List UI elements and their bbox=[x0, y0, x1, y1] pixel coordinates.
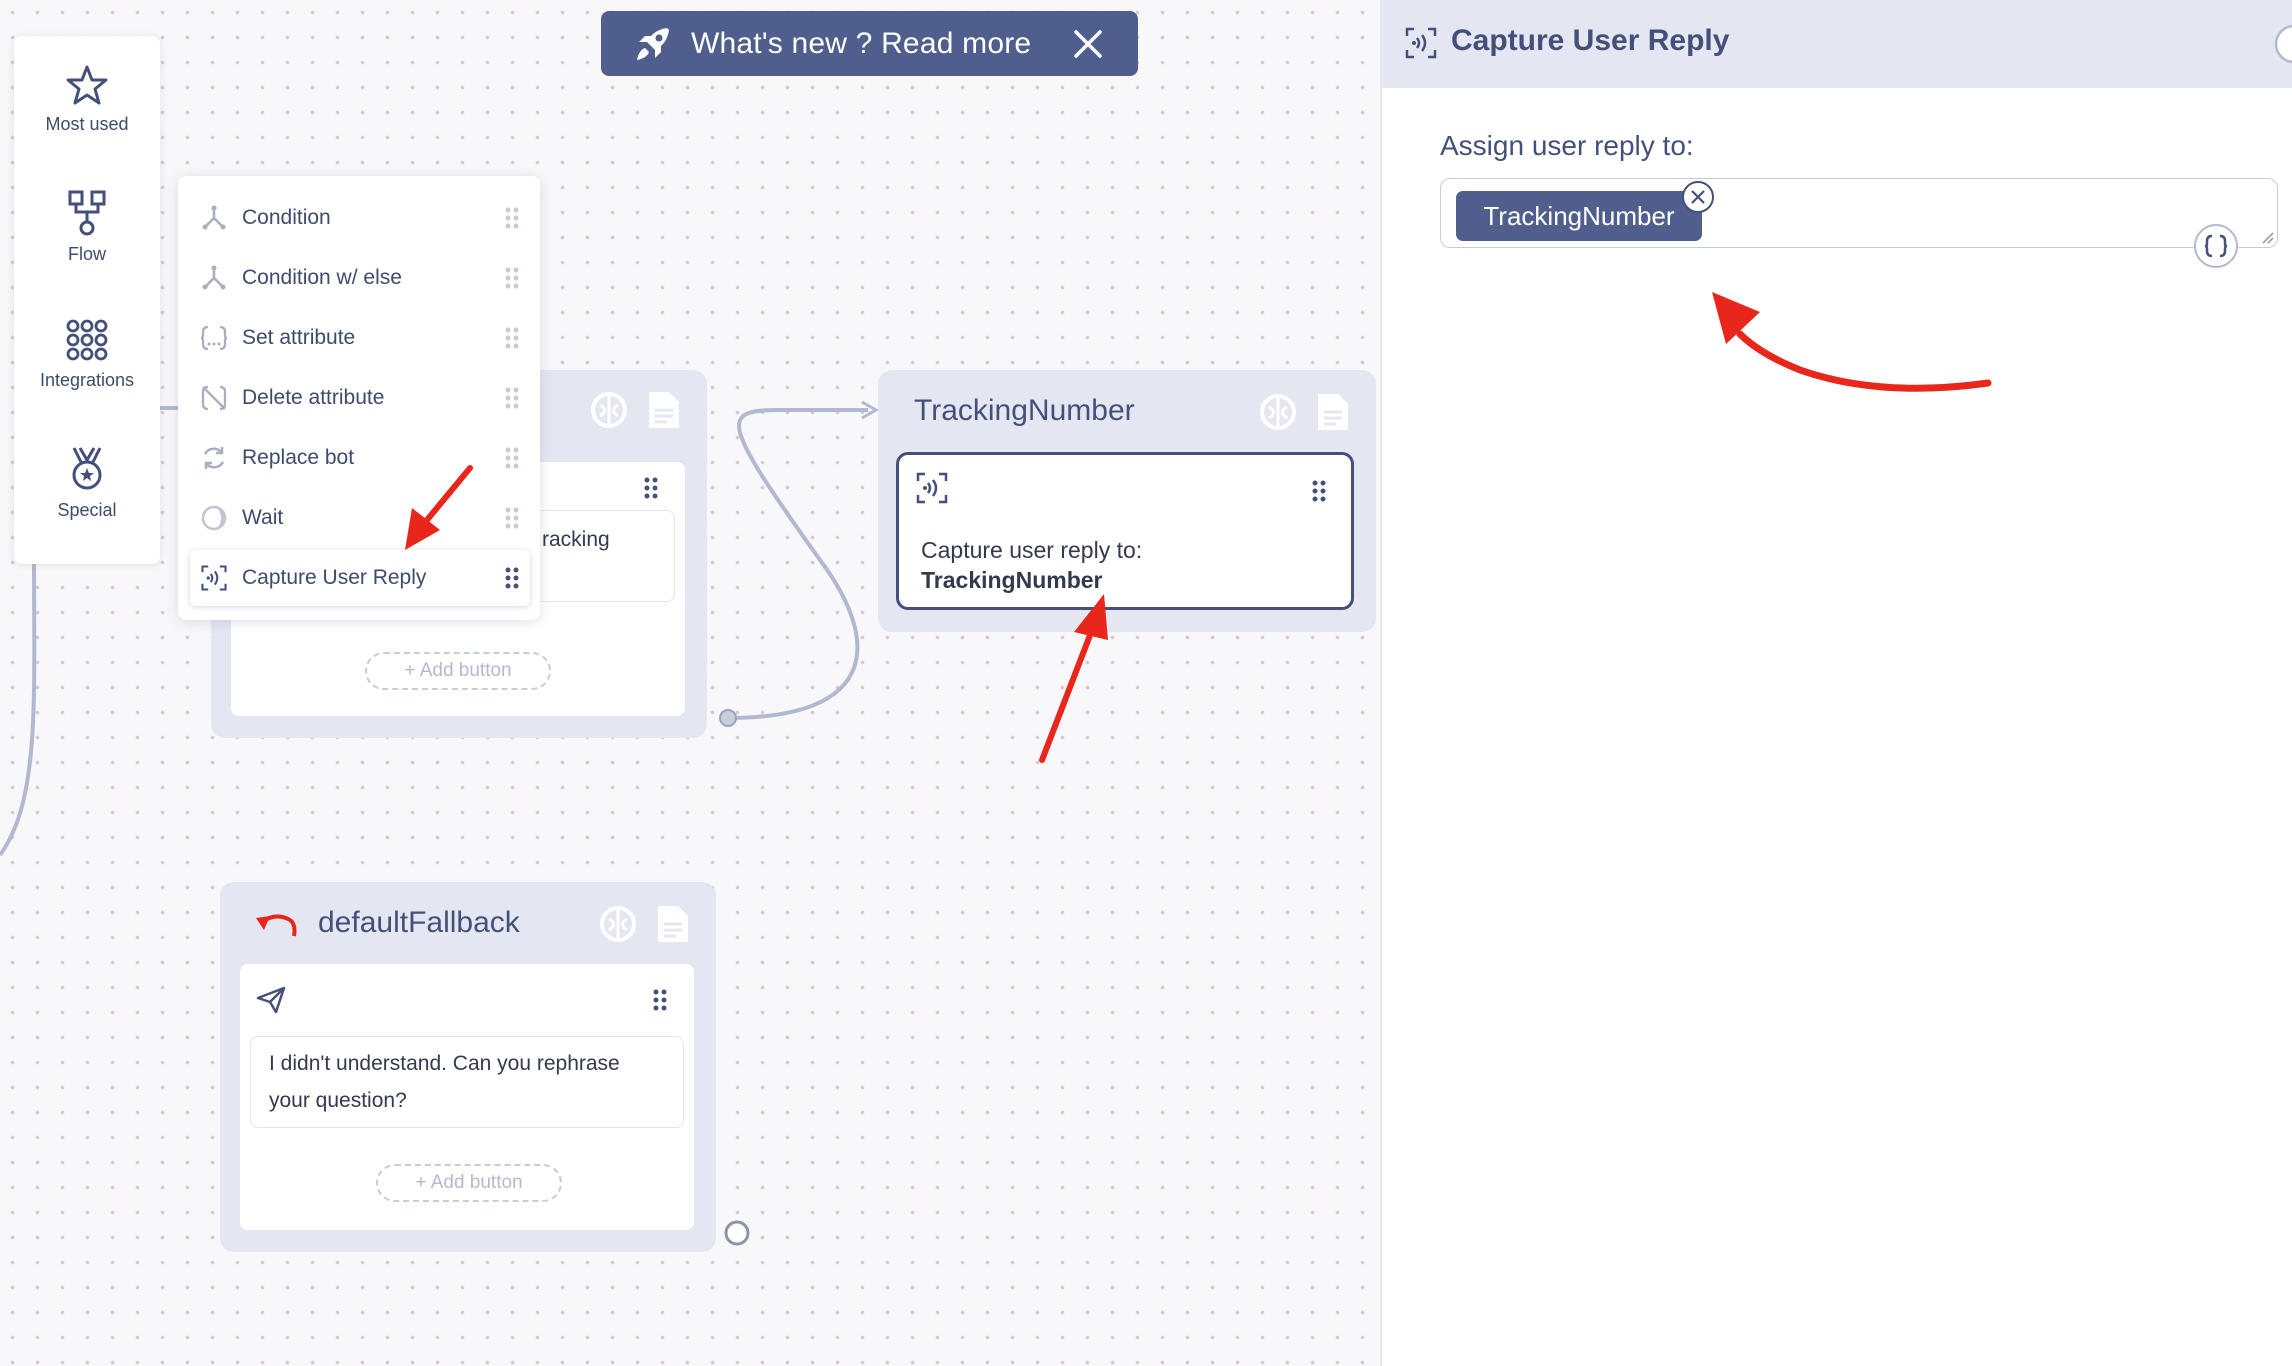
menu-item-condition-else[interactable]: Condition w/ else bbox=[190, 250, 530, 306]
capture-reply-icon bbox=[1405, 27, 1437, 59]
menu-item-label: Set attribute bbox=[242, 326, 356, 349]
whats-new-banner[interactable]: What's new ? Read more bbox=[601, 11, 1138, 76]
add-button[interactable]: + Add button bbox=[365, 652, 551, 690]
replace-bot-icon bbox=[203, 447, 225, 469]
drag-handle-icon[interactable] bbox=[504, 266, 520, 290]
node-title: defaultFallback bbox=[318, 906, 520, 939]
condition-icon bbox=[202, 205, 226, 230]
fallback-return-icon bbox=[256, 914, 297, 937]
menu-item-label: Wait bbox=[242, 506, 284, 529]
block-category-sidebar: Most used Flow Integrations bbox=[14, 36, 160, 564]
hidden-node-message-text: racking bbox=[542, 528, 610, 551]
drag-handle-icon[interactable] bbox=[504, 446, 520, 470]
fallback-message[interactable]: I didn't understand. Can you rephrase yo… bbox=[250, 1036, 684, 1128]
capture-label: Capture user reply to: bbox=[921, 537, 1143, 563]
menu-item-capture-user-reply[interactable]: Capture User Reply bbox=[190, 550, 530, 606]
delete-attribute-icon bbox=[201, 385, 227, 411]
menu-item-label: Replace bot bbox=[242, 446, 355, 469]
brain-icon[interactable] bbox=[598, 904, 638, 944]
sidebar-item-flow[interactable]: Flow bbox=[14, 188, 160, 265]
capture-value: TrackingNumber bbox=[921, 567, 1103, 593]
flow-icon bbox=[68, 190, 106, 236]
menu-item-replace-bot[interactable]: Replace bot bbox=[190, 430, 530, 486]
remove-tag-icon[interactable] bbox=[1681, 180, 1715, 214]
panel-header bbox=[1382, 0, 2292, 88]
sidebar-item-label: Flow bbox=[67, 244, 106, 264]
menu-item-label: Condition w/ else bbox=[242, 266, 402, 289]
capture-reply-icon bbox=[916, 472, 948, 504]
resize-handle-icon[interactable] bbox=[2259, 229, 2275, 245]
menu-item-delete-attribute[interactable]: Delete attribute bbox=[190, 370, 530, 426]
send-message-step[interactable]: I didn't understand. Can you rephrase yo… bbox=[240, 964, 694, 1230]
capture-reply-step[interactable]: Capture user reply to: TrackingNumber bbox=[896, 452, 1354, 610]
drag-handle-icon[interactable] bbox=[1311, 479, 1327, 503]
drag-handle-icon[interactable] bbox=[504, 206, 520, 230]
assign-label: Assign user reply to: bbox=[1440, 130, 1694, 161]
integrations-icon bbox=[66, 319, 108, 361]
document-icon[interactable] bbox=[1314, 392, 1350, 432]
menu-item-label: Condition bbox=[242, 206, 331, 229]
sidebar-item-special[interactable]: Special bbox=[14, 444, 160, 521]
annotation-arrow-panel bbox=[1712, 292, 1992, 392]
drag-handle-icon[interactable] bbox=[504, 566, 520, 590]
menu-item-condition[interactable]: Condition bbox=[190, 190, 530, 246]
brain-icon[interactable] bbox=[589, 390, 629, 430]
sidebar-item-label: Special bbox=[57, 500, 117, 520]
sidebar-item-most-used[interactable]: Most used bbox=[14, 64, 160, 135]
document-icon[interactable] bbox=[645, 390, 681, 430]
fallback-message-text: I didn't understand. Can you rephrase yo… bbox=[269, 1052, 620, 1112]
drag-handle-icon[interactable] bbox=[504, 386, 520, 410]
menu-item-wait[interactable]: Wait bbox=[190, 490, 530, 546]
capture-reply-icon bbox=[201, 565, 227, 591]
brain-icon[interactable] bbox=[1258, 392, 1298, 432]
node-title: TrackingNumber bbox=[914, 394, 1135, 427]
default-fallback-node[interactable]: defaultFallback I didn't understand. Can… bbox=[220, 882, 716, 1252]
panel-title: Capture User Reply bbox=[1451, 24, 1730, 57]
tracking-number-node[interactable]: TrackingNumber Capture user reply to: Tr… bbox=[878, 370, 1376, 632]
special-medal-icon bbox=[72, 447, 102, 490]
panel-close-icon[interactable] bbox=[2270, 20, 2292, 68]
sidebar-item-label: Most used bbox=[45, 114, 129, 134]
insert-variable-icon[interactable] bbox=[2192, 222, 2240, 270]
drag-handle-icon[interactable] bbox=[643, 476, 659, 500]
flow-blocks-menu: Condition Condition w/ else Set attribut… bbox=[178, 176, 540, 620]
flow-canvas[interactable]: racking + Add button TrackingNumber Capt… bbox=[0, 0, 1380, 1366]
attribute-tag-label: TrackingNumber bbox=[1483, 200, 1675, 231]
drag-handle-icon[interactable] bbox=[652, 988, 668, 1012]
menu-item-set-attribute[interactable]: Set attribute bbox=[190, 310, 530, 366]
drag-handle-icon[interactable] bbox=[504, 326, 520, 350]
wait-icon bbox=[201, 505, 227, 531]
condition-else-icon bbox=[202, 265, 226, 290]
document-icon[interactable] bbox=[654, 904, 690, 944]
menu-item-label: Capture User Reply bbox=[242, 566, 427, 589]
rocket-icon bbox=[637, 27, 669, 60]
banner-text[interactable]: What's new ? Read more bbox=[691, 26, 1032, 60]
add-button[interactable]: + Add button bbox=[376, 1164, 562, 1202]
attribute-tag[interactable]: TrackingNumber bbox=[1456, 191, 1702, 241]
send-icon bbox=[256, 986, 286, 1014]
close-icon[interactable] bbox=[1070, 26, 1106, 62]
set-attribute-icon bbox=[200, 325, 228, 351]
panel-divider bbox=[1380, 0, 1382, 1366]
menu-item-label: Delete attribute bbox=[242, 386, 385, 409]
flow-connectors bbox=[0, 400, 880, 1246]
star-icon bbox=[66, 65, 108, 105]
sidebar-item-integrations[interactable]: Integrations bbox=[14, 318, 160, 391]
drag-handle-icon[interactable] bbox=[504, 506, 520, 530]
sidebar-item-label: Integrations bbox=[39, 370, 135, 390]
